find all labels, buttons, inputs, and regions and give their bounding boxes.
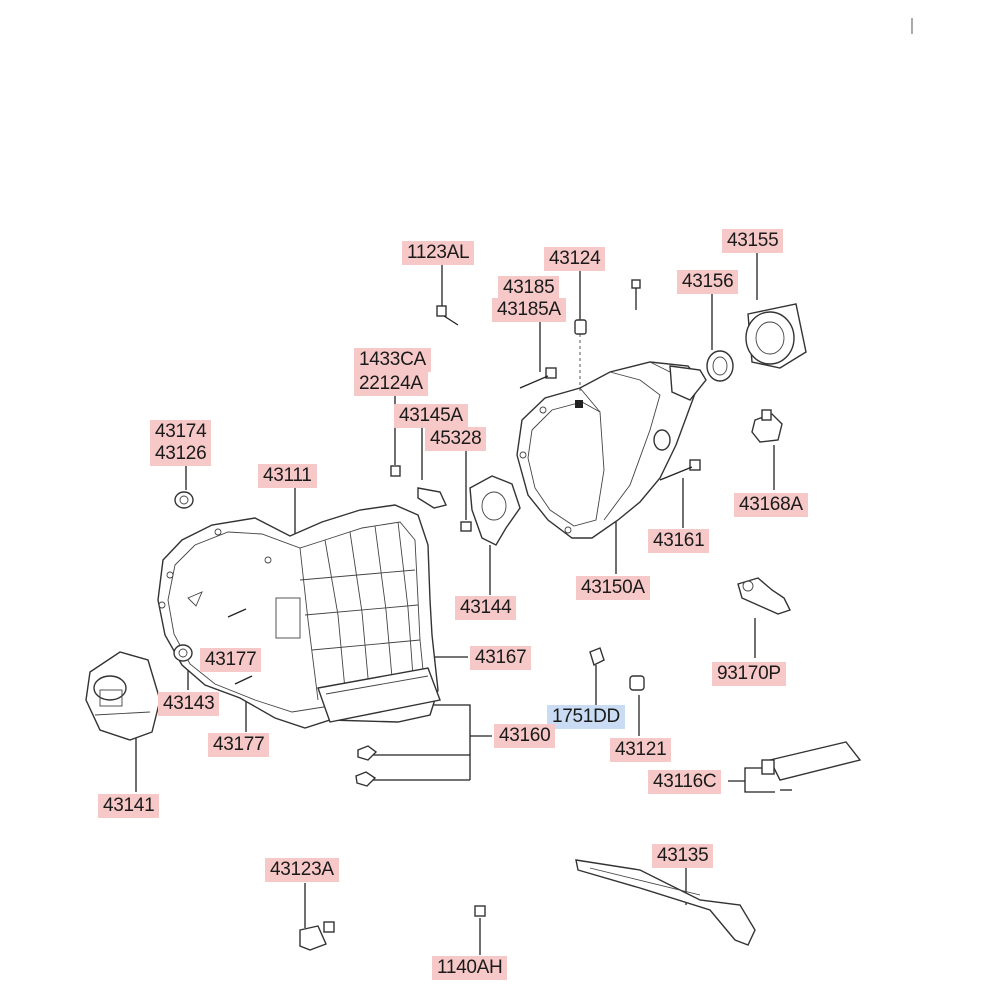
nuts-43160 [355, 745, 378, 787]
part-label-43174: 43174 [150, 420, 212, 444]
extension-housing [516, 361, 707, 539]
part-label-43185A: 43185A [492, 298, 566, 322]
clip-1433CA [390, 465, 401, 477]
part-label-43135: 43135 [652, 844, 714, 868]
part-label-93170P: 93170P [712, 662, 786, 686]
part-label-1433CA: 1433CA [354, 348, 431, 372]
plug-43121 [629, 675, 645, 691]
plug-1751DD [589, 647, 605, 666]
part-label-43161: 43161 [648, 529, 710, 553]
part-label-43124: 43124 [544, 247, 606, 271]
bolt-45328 [460, 521, 472, 532]
bolt-1123AL [436, 305, 459, 326]
switch-93170P [737, 577, 791, 615]
bolt-43161 [659, 459, 701, 481]
part-label-43121: 43121 [610, 738, 672, 762]
bolt-43185 [519, 367, 557, 389]
part-label-43143: 43143 [158, 692, 220, 716]
bracket-43145A [417, 487, 447, 509]
cover-43135 [575, 859, 756, 946]
bolt-1140AH [474, 905, 486, 917]
part-label-43155: 43155 [722, 229, 784, 253]
part-label-43116C: 43116C [648, 770, 722, 794]
sealant-tube-43116C [761, 741, 862, 791]
part-label-43150A: 43150A [576, 576, 650, 600]
oil-seal-43156 [706, 350, 734, 382]
bolt-small [631, 279, 641, 310]
front-retainer [85, 651, 161, 741]
part-label-43141: 43141 [98, 794, 160, 818]
bracket-43123A [299, 921, 335, 951]
part-label-43145A: 43145A [394, 404, 468, 428]
part-label-43126: 43126 [150, 442, 212, 466]
part-label-43177-lower: 43177 [208, 733, 270, 757]
part-label-43123A: 43123A [265, 858, 339, 882]
seal-ring [173, 644, 193, 662]
part-label-43144: 43144 [455, 596, 517, 620]
part-label-43156: 43156 [677, 270, 739, 294]
part-label-43185: 43185 [498, 276, 560, 300]
vent-plug-43124 [574, 319, 587, 392]
gasket-43144 [469, 475, 521, 546]
part-label-45328: 45328 [425, 427, 487, 451]
part-label-1751DD: 1751DD [547, 705, 625, 729]
part-label-43160: 43160 [494, 724, 556, 748]
oil-seal [174, 491, 194, 509]
part-label-1123AL: 1123AL [402, 241, 475, 265]
part-label-43177-upper: 43177 [200, 648, 262, 672]
part-label-1140AH: 1140AH [432, 956, 508, 980]
part-label-43111: 43111 [258, 464, 317, 488]
dust-cover [745, 303, 807, 369]
transmission-case [157, 504, 441, 729]
leader-lines [135, 251, 775, 955]
part-label-22124A: 22124A [354, 372, 428, 396]
drain-plug-43168A [751, 409, 783, 443]
part-label-43168A: 43168A [734, 493, 808, 517]
part-label-43167: 43167 [470, 646, 532, 670]
